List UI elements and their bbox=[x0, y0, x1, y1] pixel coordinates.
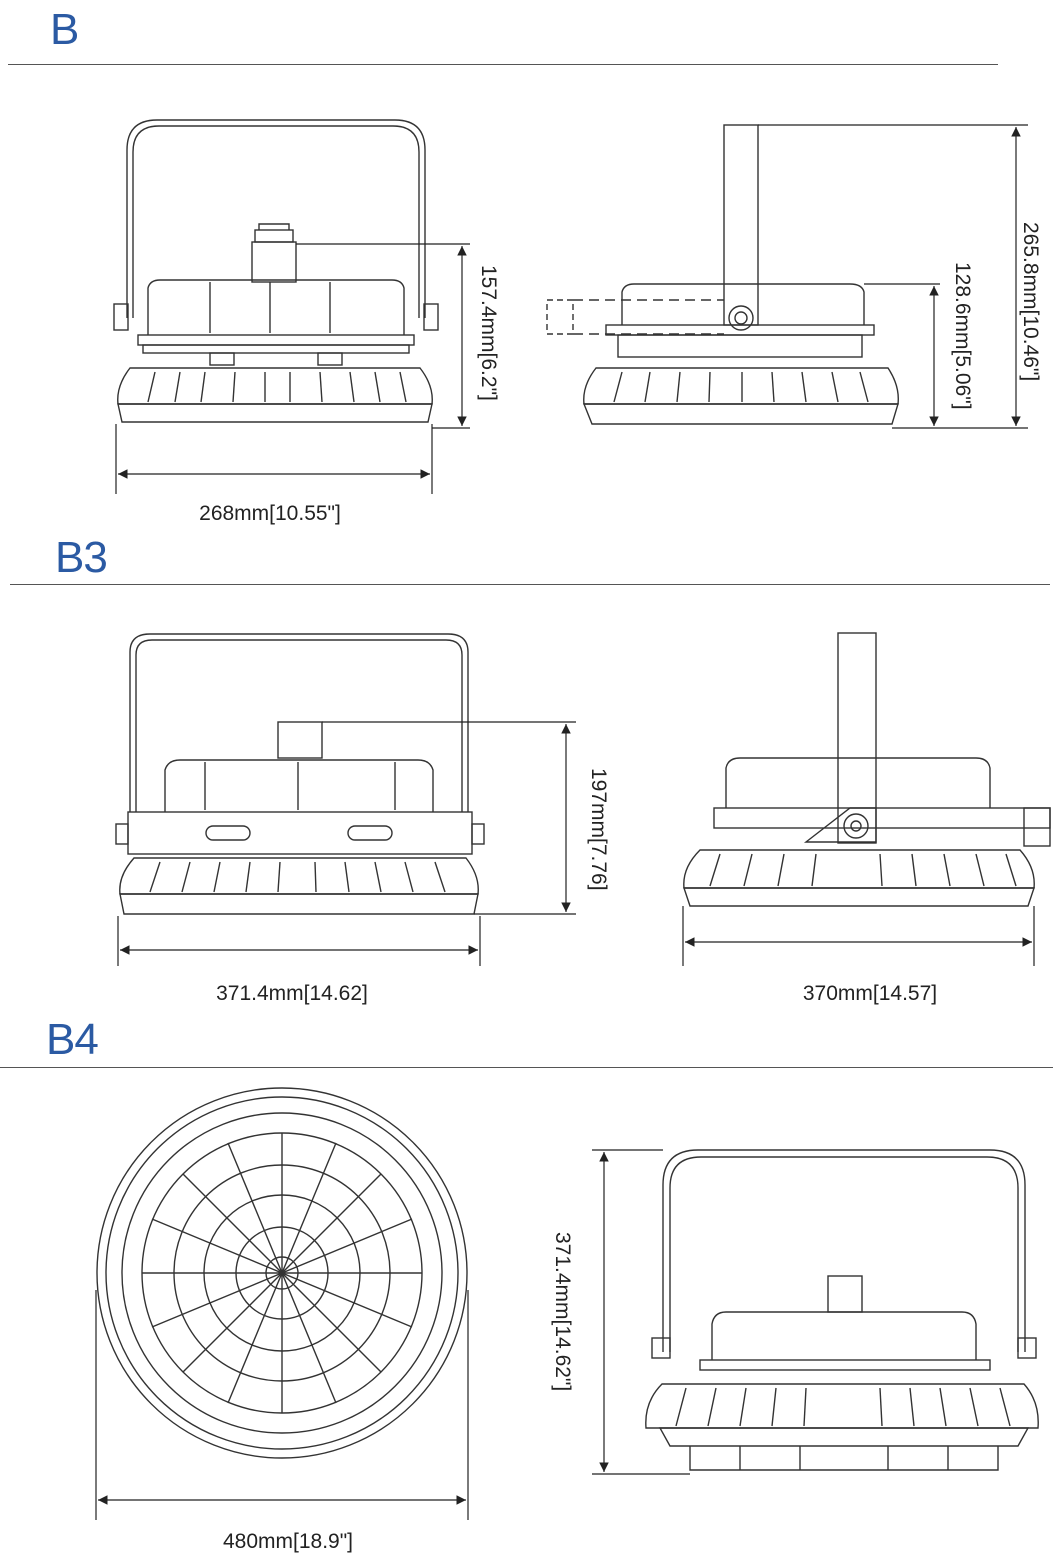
section-divider-b4 bbox=[0, 1067, 1053, 1068]
b-front-view bbox=[113, 119, 439, 423]
b4-side-height-label: 371.4mm[14.62"] bbox=[551, 1232, 574, 1391]
b3-front-height-label: 197mm[7.76] bbox=[587, 768, 610, 891]
section-divider-b bbox=[8, 64, 998, 65]
b4-diameter-label: 480mm[18.9"] bbox=[223, 1530, 353, 1553]
b3-side-width-label: 370mm[14.57] bbox=[803, 982, 937, 1005]
b3-front-width-label: 371.4mm[14.62] bbox=[216, 982, 368, 1005]
section-title-b: B bbox=[50, 5, 79, 54]
b-side-view bbox=[546, 124, 899, 425]
section-title-b3: B3 bbox=[55, 533, 108, 582]
b-front-height-label: 157.4mm[6.2"] bbox=[477, 265, 500, 401]
b-front-width-label: 268mm[10.55"] bbox=[199, 502, 341, 525]
b4-top-view bbox=[96, 1087, 468, 1459]
b4-side-view bbox=[645, 1149, 1039, 1471]
section-divider-b3 bbox=[10, 584, 1050, 585]
b3-front-view bbox=[115, 633, 485, 915]
b3-side-view bbox=[683, 632, 1051, 907]
b-side-total-height-label: 265.8mm[10.46"] bbox=[1019, 222, 1042, 381]
b-side-body-height-label: 128.6mm[5.06"] bbox=[951, 262, 974, 410]
section-title-b4: B4 bbox=[46, 1015, 99, 1064]
